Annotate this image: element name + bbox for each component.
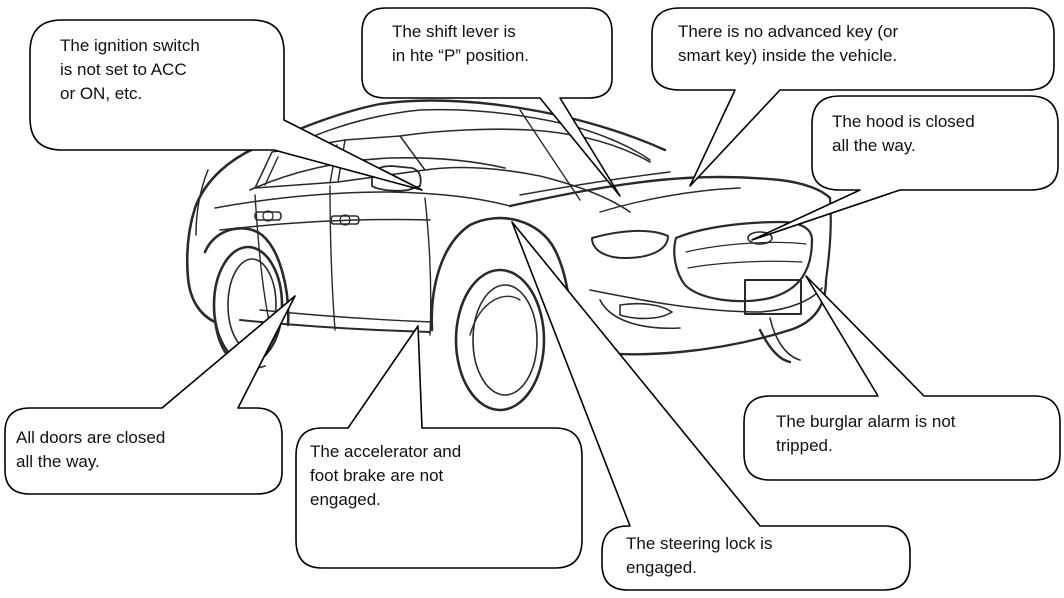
callout-hood-text: The hood is closed all the way. — [832, 110, 975, 158]
callout-doors-text: All doors are closed all the way. — [16, 426, 165, 474]
callout-steering-text: The steering lock is engaged. — [626, 532, 772, 580]
callout-pedals-text: The accelerator and foot brake are not e… — [310, 440, 461, 512]
callout-alarm-text: The burglar alarm is not tripped. — [776, 410, 956, 458]
callout-key-text: There is no advanced key (or smart key) … — [678, 20, 898, 68]
callout-ignition-text: The ignition switch is not set to ACC or… — [60, 34, 200, 106]
callout-shift-text: The shift lever is in hte “P” position. — [392, 20, 529, 68]
